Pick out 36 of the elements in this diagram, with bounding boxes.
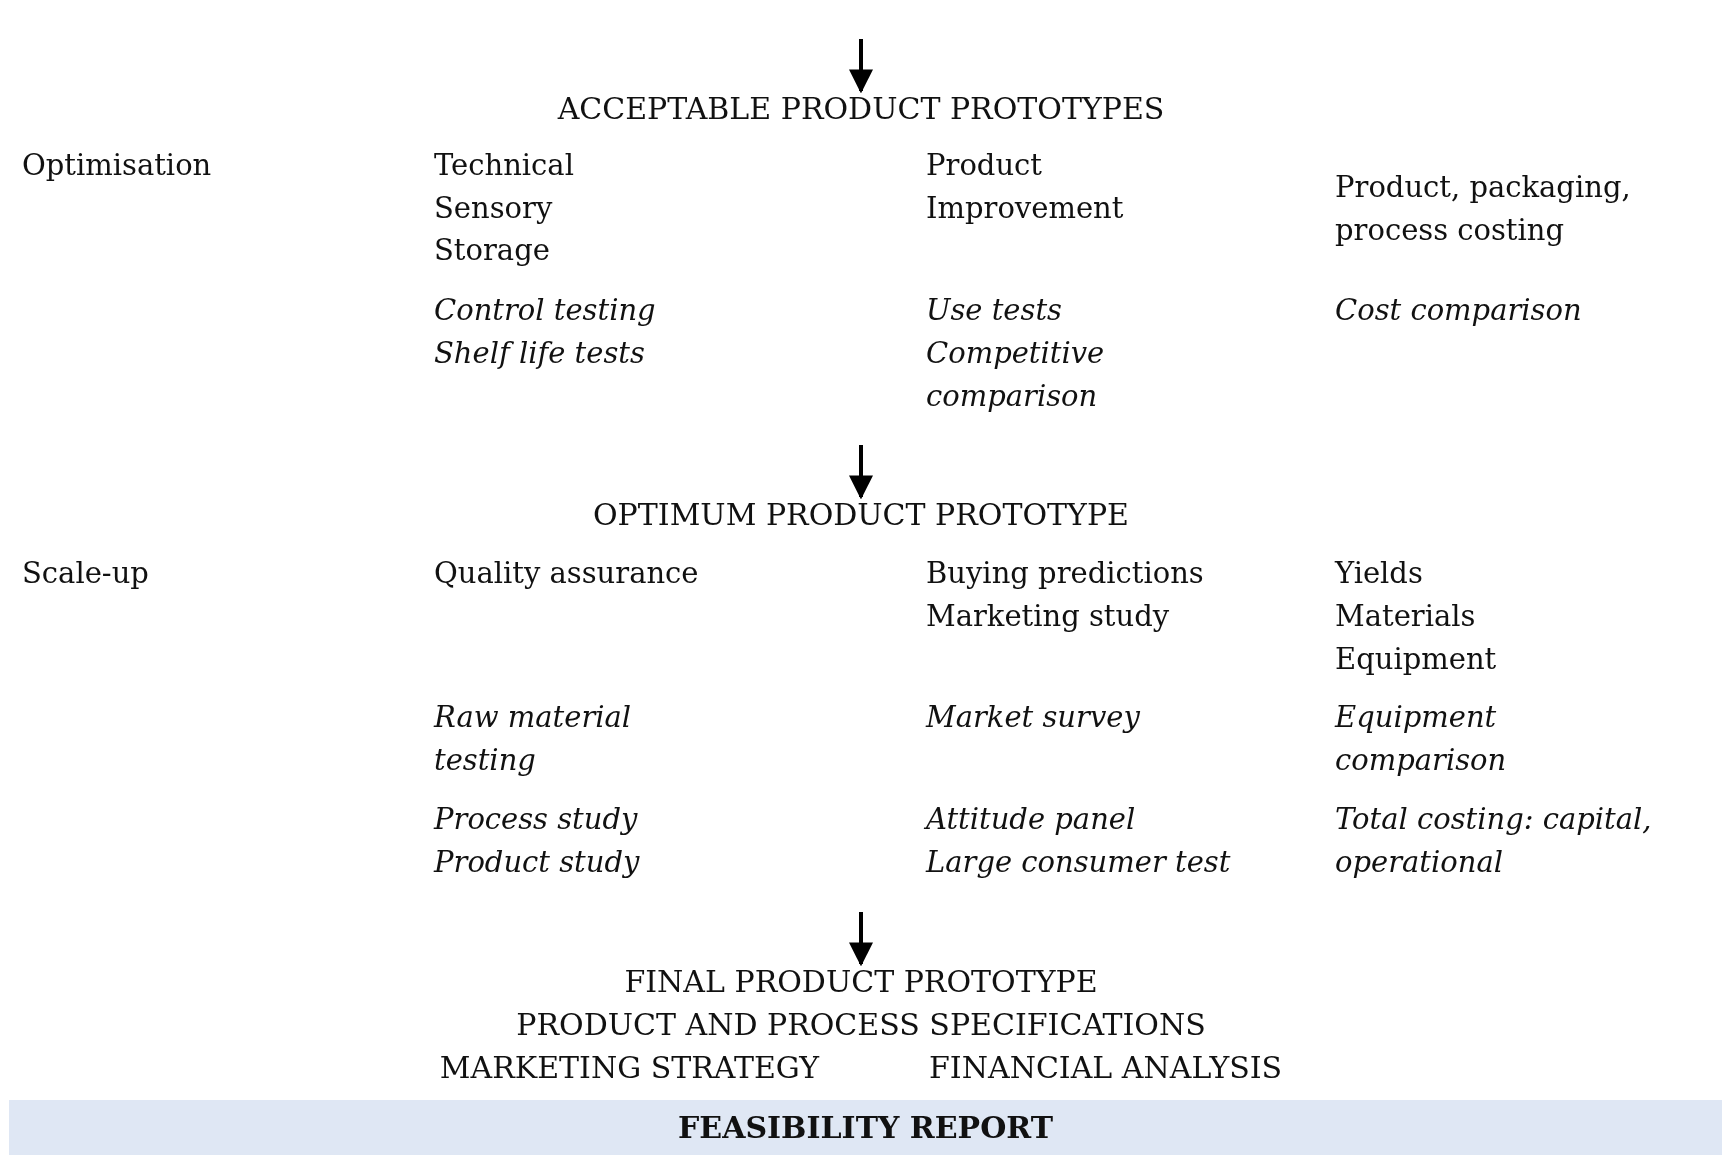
method-text: Large consumer test (926, 844, 1231, 881)
method-text: Use tests (926, 292, 1062, 329)
activity-text: Technical (434, 147, 574, 184)
activity-text: Product, packaging, process costing (1335, 169, 1632, 249)
method-text: Product study (434, 844, 640, 881)
output-heading: FINANCIAL ANALYSIS (929, 1049, 1283, 1087)
stage-name: Optimisation (22, 147, 212, 184)
method-text: Market survey (926, 699, 1140, 736)
activity-text: Quality assurance (434, 555, 699, 592)
stage-heading: PRODUCT AND PROCESS SPECIFICATIONS (516, 1006, 1206, 1044)
activity-text: Sensory (434, 190, 553, 227)
method-text: Competitive comparison (926, 335, 1106, 415)
stage-heading: OPTIMUM PRODUCT PROTOTYPE (593, 496, 1129, 534)
method-text: Raw material testing (434, 699, 633, 779)
activity-text: Buying predictions (926, 555, 1204, 592)
arrow (849, 39, 873, 94)
method-text: Control testing (434, 292, 656, 329)
activity-text: Product Improvement (926, 147, 1125, 227)
stage-heading: FINAL PRODUCT PROTOTYPE (624, 963, 1098, 1001)
method-text: Cost comparison (1335, 292, 1582, 329)
activity-text: Storage (434, 232, 550, 269)
method-text: Process study (434, 801, 638, 838)
arrow (849, 445, 873, 500)
method-text: Shelf life tests (434, 335, 645, 372)
method-text: Total costing: capital, operational (1335, 801, 1653, 881)
activity-text: Marketing study (926, 598, 1170, 635)
activity-text: Yields (1335, 555, 1423, 592)
arrow (849, 912, 873, 967)
output-heading: MARKETING STRATEGY (439, 1049, 820, 1087)
method-text: Attitude panel (926, 801, 1136, 838)
method-text: Equipment comparison (1335, 699, 1508, 779)
activity-text: Materials (1335, 598, 1476, 635)
stage-heading: ACCEPTABLE PRODUCT PROTOTYPES (557, 90, 1165, 128)
stage-name: Scale-up (22, 555, 149, 592)
activity-text: Equipment (1335, 641, 1497, 678)
report-banner: FEASIBILITY REPORT (9, 1100, 1722, 1155)
